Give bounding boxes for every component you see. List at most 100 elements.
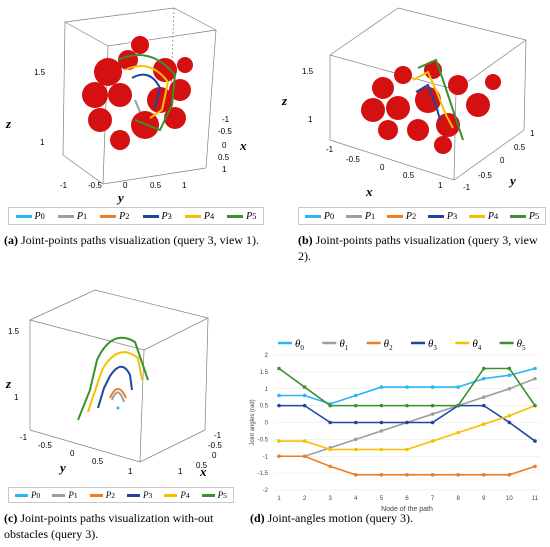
- box-a-edge: [205, 29, 217, 169]
- ticks-a: 1.5 1 z -1 -0.5 0 0.5 1 y -1 -0.5 0 0.5 …: [5, 68, 247, 205]
- y-tick: 1: [530, 129, 535, 138]
- y-tick-label: 0: [265, 421, 269, 427]
- x-tick: -0.5: [346, 155, 360, 164]
- y-tick: 0.5: [92, 457, 104, 466]
- data-point: [379, 403, 384, 408]
- legend-label: θ5: [517, 338, 526, 352]
- box-c: [28, 289, 210, 463]
- x-tick-label: 10: [506, 496, 513, 502]
- sphere: [386, 96, 410, 120]
- sphere: [407, 119, 429, 141]
- x-axis-label: Node of the path: [381, 506, 433, 513]
- data-point: [379, 447, 384, 452]
- box-a-edge: [62, 21, 66, 156]
- path-p1: [111, 391, 125, 403]
- box-c-edge: [204, 317, 209, 431]
- plot3d-a: 1.5 1 z -1 -0.5 0 0.5 1 y -1 -0.5 0 0.5 …: [5, 7, 247, 205]
- path-p4: [412, 70, 454, 129]
- data-point: [354, 473, 358, 477]
- x-tick: 0: [222, 141, 227, 150]
- data-point: [277, 366, 281, 371]
- ticks-b: 1.5 1 z -1 -0.5 0 0.5 1 x -1 -0.5 0 0.5 …: [281, 67, 535, 199]
- z-axis-label: z: [281, 93, 288, 108]
- data-point: [328, 420, 332, 425]
- data-point: [507, 366, 512, 371]
- data-point: [405, 420, 409, 425]
- series-line: [279, 404, 536, 451]
- paths-a: [117, 54, 177, 132]
- y-tick: -0.5: [38, 441, 52, 450]
- sphere: [108, 83, 132, 107]
- x-tick-label: 4: [354, 496, 358, 502]
- x-axis-label: x: [365, 184, 373, 199]
- x-tick: 0.5: [403, 171, 415, 180]
- data-point: [533, 376, 537, 381]
- path-p3: [131, 73, 162, 109]
- caption-tag: (a): [4, 233, 18, 247]
- series-line: [279, 455, 536, 476]
- sphere: [164, 107, 186, 129]
- x-tick-label: 9: [482, 496, 486, 502]
- path-p5: [117, 54, 177, 132]
- plot3d-b: 1.5 1 z -1 -0.5 0 0.5 1 x -1 -0.5 0 0.5 …: [281, 7, 535, 199]
- sphere: [131, 36, 149, 54]
- data-point: [507, 413, 512, 418]
- x-tick: 0.5: [218, 153, 230, 162]
- sphere: [378, 120, 398, 140]
- paths-c: [77, 336, 149, 421]
- z-tick: 1.5: [8, 327, 20, 336]
- y-tick: -1: [20, 433, 28, 442]
- box-c-bottom: [29, 429, 206, 463]
- path-p4: [87, 351, 143, 413]
- spheres-b: [361, 61, 501, 154]
- data-point: [328, 403, 332, 408]
- y-axis-label: y: [116, 190, 124, 205]
- path-p1: [134, 99, 141, 113]
- caption-text: Joint-angles motion (query 3).: [264, 511, 413, 525]
- y-tick: 0: [500, 156, 505, 165]
- x-tick-label: 8: [457, 496, 461, 502]
- y-tick: 0: [123, 181, 128, 190]
- x-tick: 0.5: [196, 461, 208, 470]
- data-point: [302, 439, 307, 443]
- legend-label: θ2: [384, 338, 393, 352]
- sphere: [434, 136, 452, 154]
- data-point: [328, 447, 332, 452]
- sphere: [82, 82, 108, 108]
- y-tick-label: 1.5: [260, 370, 269, 376]
- panel-c: 1.5 1 z -1 -0.5 0 0.5 1 y -1 -0.5 0 0.5 …: [0, 280, 240, 547]
- data-point: [354, 420, 358, 425]
- x-tick: 0: [380, 163, 385, 172]
- x-tick: -0.5: [208, 441, 222, 450]
- x-tick-label: 3: [329, 496, 333, 502]
- path-p5: [77, 336, 149, 421]
- z-axis-label: z: [5, 376, 12, 391]
- y-tick-label: 2: [265, 353, 269, 359]
- data-point: [302, 454, 307, 459]
- data-point: [354, 393, 358, 398]
- sphere: [436, 113, 460, 137]
- y-tick: -0.5: [88, 181, 102, 190]
- y-tick: 0.5: [150, 181, 162, 190]
- data-point: [277, 454, 281, 459]
- legend-label: θ3: [428, 338, 437, 352]
- data-point: [456, 403, 460, 408]
- y-tick: -1: [60, 181, 68, 190]
- y-axis-label: Joint angles (rad): [250, 399, 256, 445]
- x-tick: -1: [222, 115, 230, 124]
- caption-c: (c) Joint-points paths visualization wit…: [4, 510, 240, 542]
- ticks-c: 1.5 1 z -1 -0.5 0 0.5 1 y -1 -0.5 0 0.5 …: [5, 327, 222, 479]
